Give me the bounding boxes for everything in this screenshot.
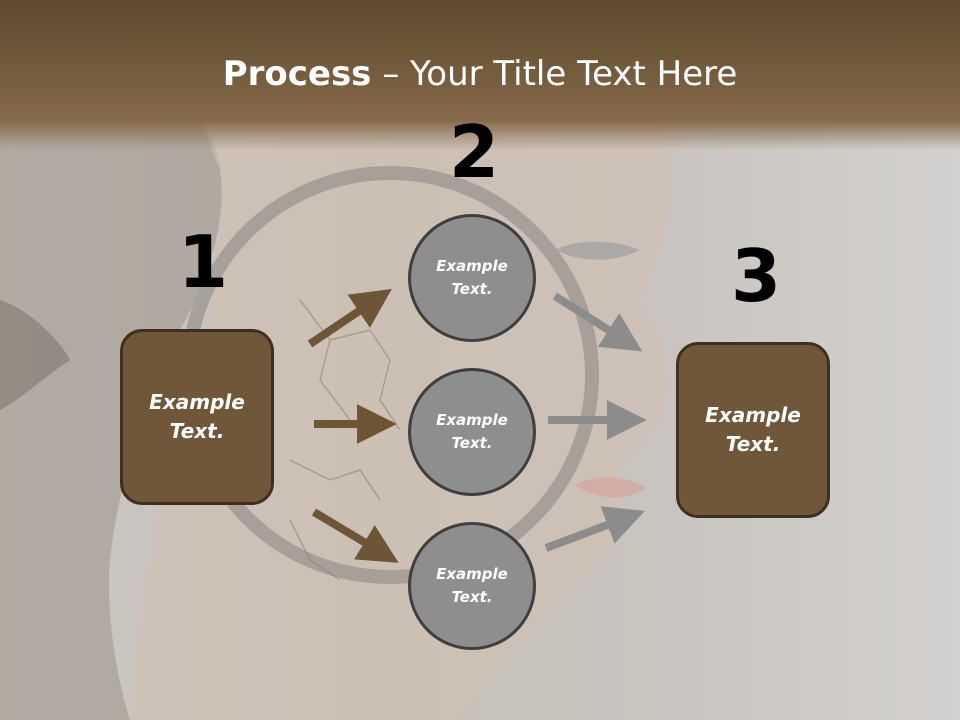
process-box-right-label: Example Text.	[705, 403, 801, 456]
arrow-circle-bottom-to-box3	[544, 506, 645, 552]
process-box-left-label: Example Text.	[149, 390, 245, 443]
process-circle-bottom-label: Example Text.	[436, 565, 508, 606]
arrow-circle-top-to-box3	[552, 292, 643, 352]
step-number-3: 3	[731, 234, 782, 318]
process-circle-middle: Example Text.	[408, 368, 536, 496]
step-number-2: 2	[449, 110, 500, 194]
slide-title: Process – Your Title Text Here	[0, 52, 960, 96]
process-circle-top: Example Text.	[408, 214, 536, 342]
process-circle-middle-label: Example Text.	[436, 411, 508, 452]
step-number-1: 1	[178, 220, 229, 304]
title-rest: – Your Title Text Here	[371, 54, 738, 94]
process-box-right: Example Text.	[676, 342, 830, 518]
arrow-box1-to-circle-bottom	[311, 508, 399, 563]
process-circle-top-label: Example Text.	[436, 257, 508, 298]
arrow-box1-to-circle-top	[307, 288, 392, 348]
process-circle-bottom: Example Text.	[408, 522, 536, 650]
process-box-left: Example Text.	[120, 329, 274, 505]
title-band	[0, 0, 960, 150]
title-bold: Process	[222, 54, 372, 94]
